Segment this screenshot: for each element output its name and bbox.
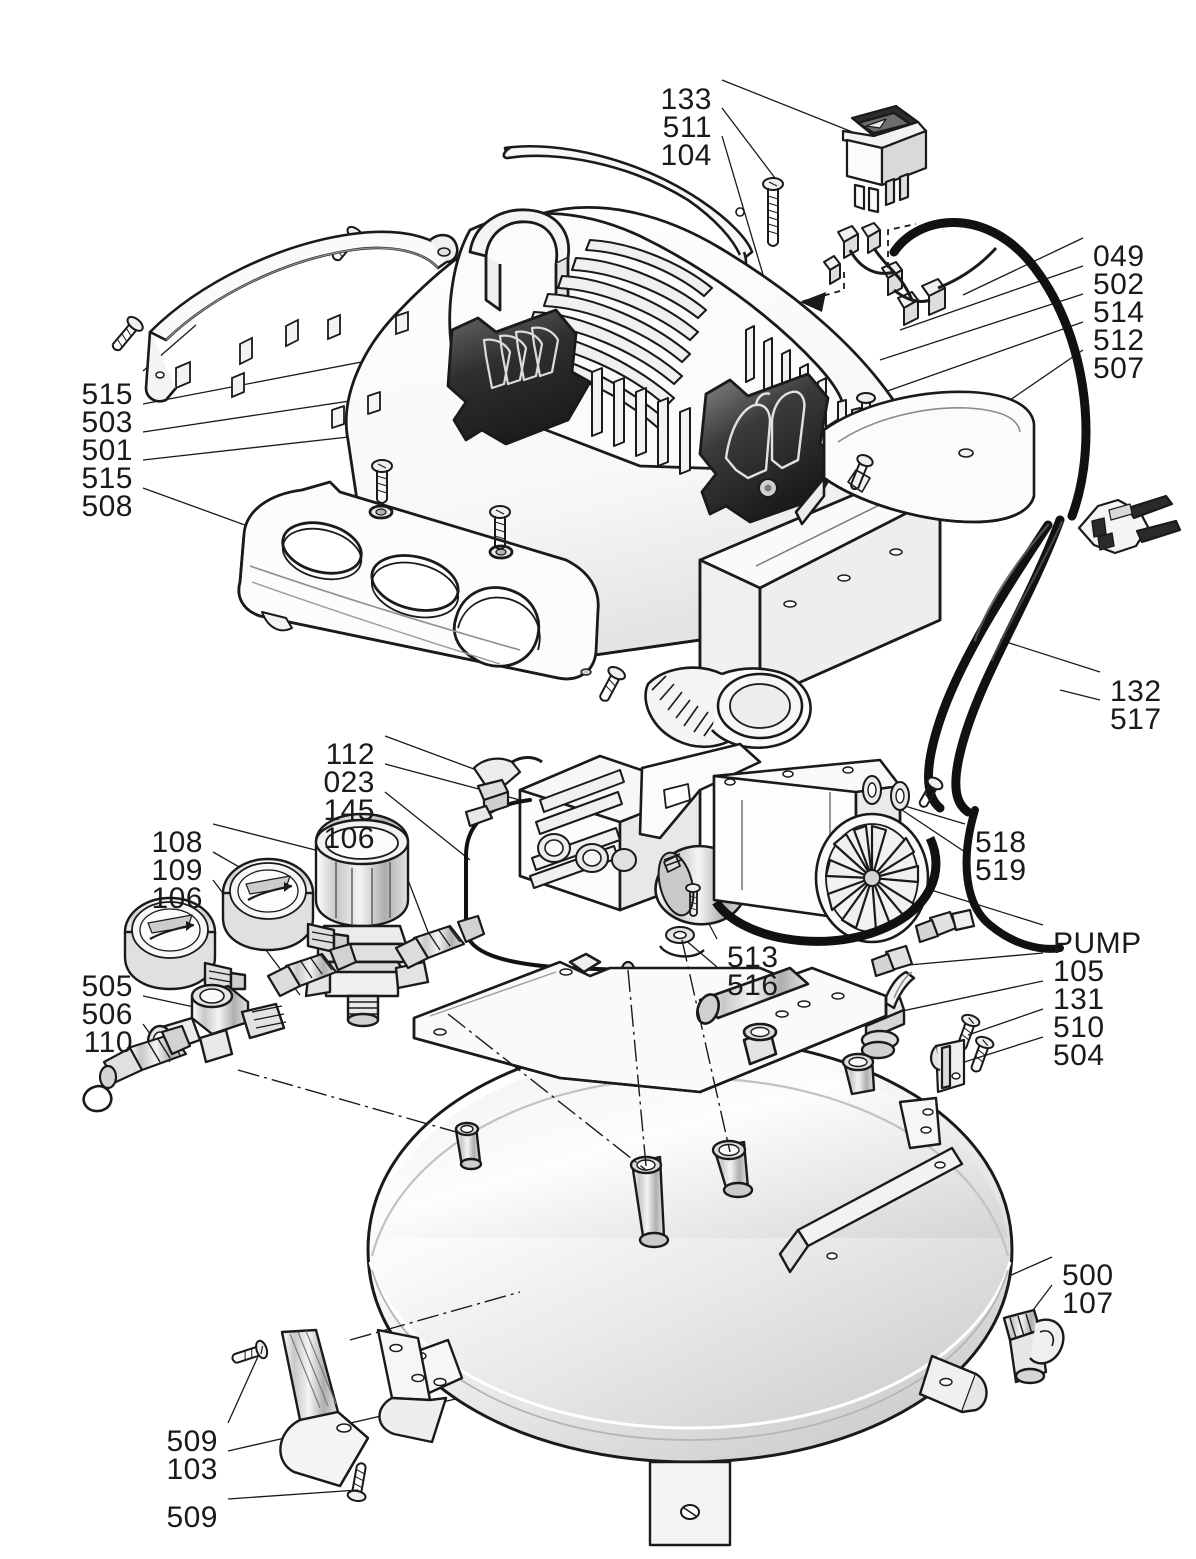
callout-label-106: 106 xyxy=(323,822,375,855)
callout-label-518: 518 xyxy=(975,826,1027,859)
leader-line-511 xyxy=(721,107,779,183)
callout-label-110: 110 xyxy=(83,1026,133,1059)
pump-motor-assembly-part xyxy=(518,666,941,958)
callout-label-103: 103 xyxy=(166,1453,218,1486)
callout-label-512: 512 xyxy=(1093,324,1145,357)
foot-screws-part xyxy=(231,1339,367,1503)
callout-label-510: 510 xyxy=(1053,1011,1105,1044)
callout-label-515: 515 xyxy=(81,378,133,411)
leader-line-512 xyxy=(861,321,1084,401)
callout-label-506: 506 xyxy=(81,998,133,1031)
power-plug-part xyxy=(1077,494,1182,555)
rocker-switch-part xyxy=(841,104,928,214)
callout-label-500: 500 xyxy=(1062,1259,1114,1292)
long-screw-part xyxy=(762,177,784,247)
shroud-clip-tabs xyxy=(175,310,409,399)
washers-part xyxy=(862,775,944,811)
callout-label-507: 507 xyxy=(1093,352,1145,385)
leader-line-509 xyxy=(227,1351,261,1424)
side-handle-cover-part xyxy=(794,390,1036,526)
callout-label-503: 503 xyxy=(81,406,133,439)
callout-label-133: 133 xyxy=(660,83,712,116)
callout-label-501: 501 xyxy=(81,434,133,467)
callout-label-509: 509 xyxy=(166,1501,218,1534)
leader-line-509 xyxy=(227,1489,359,1500)
drain-valve-part xyxy=(1002,1308,1065,1385)
callout-label-145: 145 xyxy=(323,794,375,827)
leader-line-103 xyxy=(227,1389,496,1452)
mount-screws-part xyxy=(956,1013,995,1073)
callout-label-511: 511 xyxy=(662,111,712,144)
tank-mount-plate-part xyxy=(412,952,888,1094)
callout-label-pump: PUMP xyxy=(1053,927,1142,960)
callout-label-504: 504 xyxy=(1053,1039,1105,1072)
rubber-foot-bracket-part xyxy=(279,1328,448,1488)
safety-relief-valve-part xyxy=(870,908,976,978)
callout-label-502: 502 xyxy=(1093,268,1145,301)
quick-coupler-b-part xyxy=(394,914,486,970)
leader-line-132 xyxy=(999,639,1101,673)
callout-label-112: 112 xyxy=(325,738,375,771)
callout-label-508: 508 xyxy=(81,490,133,523)
leader-line-514 xyxy=(879,293,1084,361)
leader-line-502 xyxy=(899,265,1084,331)
leader-line-517 xyxy=(1059,689,1101,701)
front-cover-panel-part xyxy=(237,480,600,681)
callout-label-132: 132 xyxy=(1110,675,1162,708)
callout-label-105: 105 xyxy=(1053,955,1105,988)
callout-label-107: 107 xyxy=(1062,1287,1114,1320)
leader-line-112 xyxy=(384,735,491,776)
callout-label-104: 104 xyxy=(660,139,712,172)
callout-label-049: 049 xyxy=(1093,240,1145,273)
callout-label-109: 109 xyxy=(151,854,203,887)
left-shroud-part xyxy=(144,230,459,403)
callout-label-131: 131 xyxy=(1053,983,1105,1016)
wire-harness-part xyxy=(799,222,998,326)
callout-label-513: 513 xyxy=(727,941,779,974)
leader-line-108 xyxy=(212,823,336,856)
callout-label-509: 509 xyxy=(166,1425,218,1458)
callout-label-108: 108 xyxy=(151,826,203,859)
leader-line-145 xyxy=(384,791,471,861)
callout-label-514: 514 xyxy=(1093,296,1145,329)
quick-coupler-a-part xyxy=(266,942,358,998)
leader-line-510 xyxy=(967,1008,1044,1036)
callout-label-515: 515 xyxy=(81,462,133,495)
leader-line-133 xyxy=(721,79,861,136)
air-tank-part xyxy=(366,1036,1014,1547)
callout-label-519: 519 xyxy=(975,854,1027,887)
leader-line-504 xyxy=(954,1036,1044,1066)
callout-label-023: 023 xyxy=(323,766,375,799)
callout-label-505: 505 xyxy=(81,970,133,1003)
leader-line-507 xyxy=(1009,349,1084,401)
callout-label-516: 516 xyxy=(727,969,779,1002)
quick-connect-plug-part xyxy=(82,1024,192,1113)
cord-clamp-part xyxy=(930,1038,966,1094)
leader-line-049 xyxy=(962,237,1084,296)
callout-label-517: 517 xyxy=(1110,703,1162,736)
callout-label-106: 106 xyxy=(151,882,203,915)
outlet-pressure-gauge-part xyxy=(123,896,247,993)
